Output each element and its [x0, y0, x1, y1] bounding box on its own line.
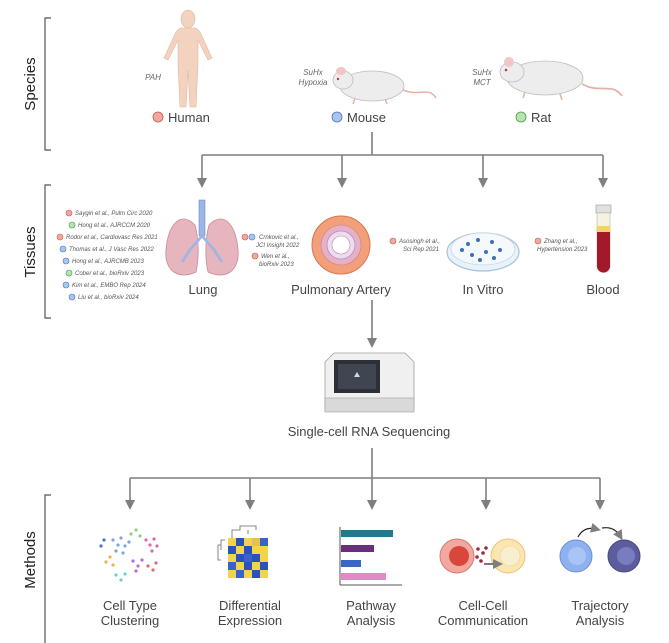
heatmap-icon — [217, 525, 268, 578]
pa-ref-1-line2: JCI Insight 2022 — [255, 243, 300, 249]
method-pathway-line2: Analysis — [347, 613, 396, 628]
method-differential-line1: Differential — [219, 598, 281, 613]
tissue-blood-label: Blood — [586, 282, 619, 297]
tissue-in-vitro-label: In Vitro — [463, 282, 504, 297]
mouse-dot — [331, 111, 343, 123]
species-mouse-label: Mouse — [347, 110, 386, 125]
blood-reference-list: Zhang et al., Hypertension 2023 — [534, 237, 588, 253]
in-vitro-reference-list: Asosingh et al., Sci Rep 2021 — [389, 237, 440, 253]
species-rat-label: Rat — [531, 110, 552, 125]
sequencing-to-method-arrows — [125, 448, 605, 510]
blood-ref-1-line1: Zhang et al., — [543, 239, 577, 245]
lung-ref-4: Thomas et al., J Vasc Res 2022 — [69, 247, 154, 253]
rat-condition-line1: SuHx — [472, 68, 493, 77]
species-section-label: Species — [22, 57, 39, 110]
method-pathway-line1: Pathway — [346, 598, 396, 613]
pulmonary-artery-icon — [311, 215, 371, 275]
in-vitro-ref-1-line1: Asosingh et al., — [398, 239, 440, 245]
sequencing-label: Single-cell RNA Sequencing — [288, 424, 451, 439]
tissue-pulmonary-artery-label: Pulmonary Artery — [291, 282, 391, 297]
mouse-icon — [332, 67, 437, 105]
cell-communication-icon — [439, 538, 526, 574]
lung-reference-list: Saygin et al., Pulm Circ 2020 Hong et al… — [56, 209, 158, 301]
method-trajectory-line2: Analysis — [576, 613, 625, 628]
pa-ref-2-line1: Wen et al., — [261, 254, 290, 260]
petri-dish-icon — [446, 232, 520, 272]
lung-ref-5: Hong et al., AJRCMB 2023 — [72, 259, 144, 265]
species-to-tissue-arrows — [197, 132, 608, 188]
human-figure-icon — [163, 9, 213, 108]
rat-icon — [499, 57, 623, 101]
clustering-scatter-icon — [99, 528, 159, 582]
lung-ref-7: Kim et al., EMBO Rep 2024 — [72, 283, 146, 289]
pathway-bars-icon — [339, 527, 402, 586]
lung-ref-8: Liu et al., bioRxiv 2024 — [78, 295, 139, 301]
tissues-section-label: Tissues — [22, 226, 39, 277]
in-vitro-ref-1-line2: Sci Rep 2021 — [403, 247, 439, 253]
section-brackets — [44, 17, 51, 643]
mouse-condition-line2: Hypoxia — [299, 78, 328, 87]
heatmap-cells — [228, 538, 268, 578]
tissue-lung-label: Lung — [189, 282, 218, 297]
pa-ref-2-line2: bioRxiv 2023 — [259, 262, 294, 268]
method-differential-line2: Expression — [218, 613, 282, 628]
lung-ref-3: Rodor et al., Cardiovasc Res 2021 — [66, 235, 158, 241]
method-communication-line2: Communication — [438, 613, 528, 628]
mouse-condition-line1: SuHx — [303, 68, 324, 77]
rat-dot — [515, 111, 527, 123]
lung-ref-2: Hong et al., AJRCCM 2020 — [78, 223, 151, 229]
human-dot — [152, 111, 164, 123]
lung-ref-1: Saygin et al., Pulm Circ 2020 — [75, 211, 153, 217]
method-clustering-line1: Cell Type — [103, 598, 157, 613]
methods-section-label: Methods — [22, 531, 39, 589]
human-condition: PAH — [145, 73, 161, 82]
lung-icon — [165, 199, 239, 276]
species-human-label: Human — [168, 110, 210, 125]
method-communication-line1: Cell-Cell — [458, 598, 507, 613]
method-clustering-line2: Clustering — [101, 613, 160, 628]
sequencer-machine-icon — [324, 352, 415, 413]
blood-ref-1-line2: Hypertension 2023 — [537, 247, 588, 253]
blood-tube-icon — [595, 204, 612, 273]
rat-condition-line2: MCT — [473, 78, 491, 87]
trajectory-icon — [559, 522, 641, 573]
lung-ref-6: Cober et al., bioRxiv 2023 — [75, 271, 145, 277]
pa-ref-1-line1: Crnkovic et al., — [259, 235, 299, 241]
pa-reference-list: Crnkovic et al., JCI Insight 2022 Wen et… — [241, 233, 300, 268]
method-trajectory-line1: Trajectory — [571, 598, 629, 613]
